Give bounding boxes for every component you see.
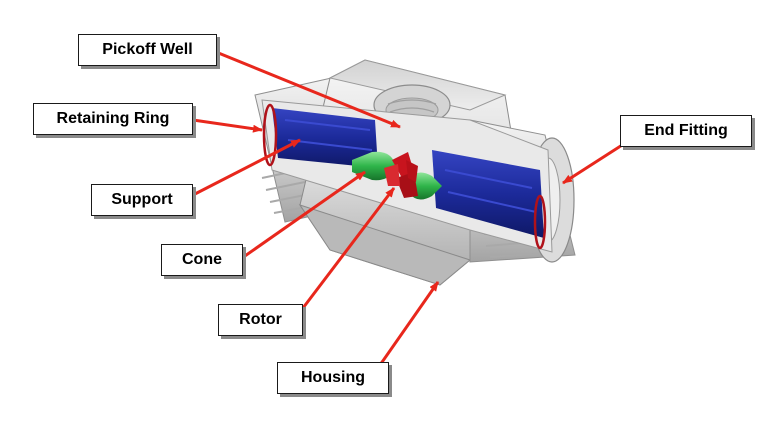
label-pickoff-well: Pickoff Well [78, 34, 217, 66]
arrow-pickoff-well [215, 50, 401, 129]
label-housing: Housing [277, 362, 389, 394]
support-left [272, 108, 378, 168]
retaining-ring-left [262, 103, 278, 167]
arrow-end-fitting [562, 138, 631, 185]
callout-arrows [192, 50, 631, 366]
label-cone: Cone [161, 244, 243, 276]
cutaway-interior [261, 99, 553, 253]
label-end-fitting: End Fitting [620, 115, 752, 147]
label-retaining-ring: Retaining Ring [33, 103, 193, 135]
arrow-support [192, 138, 301, 197]
retaining-ring-right [533, 194, 547, 250]
label-support: Support [91, 184, 193, 216]
arrow-rotor [301, 187, 396, 309]
label-rotor: Rotor [218, 304, 303, 336]
support-right [432, 150, 544, 238]
cone-right [410, 172, 442, 200]
arrow-housing [378, 281, 440, 366]
arrow-retaining-ring [192, 118, 263, 133]
arrow-cone [241, 170, 366, 260]
rotor-blades [384, 152, 418, 198]
